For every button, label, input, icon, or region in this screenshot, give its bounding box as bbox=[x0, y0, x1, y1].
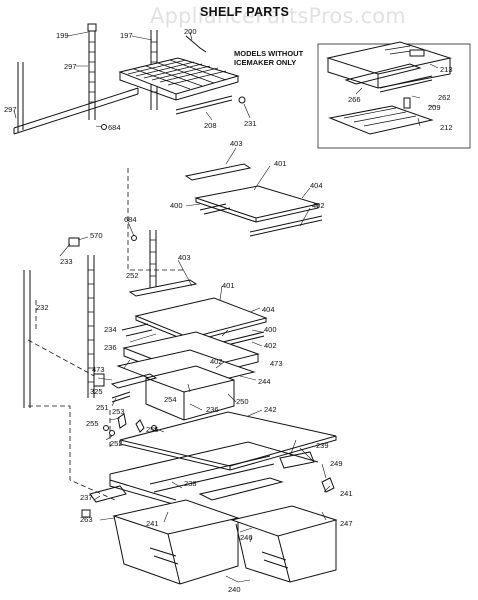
diagram-title: SHELF PARTS bbox=[200, 5, 290, 19]
label-401-upper: 401 bbox=[274, 159, 287, 168]
label-325: 325 bbox=[90, 387, 103, 396]
label-213: 213 bbox=[440, 65, 453, 74]
label-473-right: 473 bbox=[270, 359, 283, 368]
label-252-upper: 252 bbox=[126, 271, 139, 280]
label-473-left: 473 bbox=[92, 365, 105, 374]
label-263: 263 bbox=[80, 515, 93, 524]
label-241-left: 241 bbox=[146, 519, 159, 528]
label-570: 570 bbox=[90, 231, 103, 240]
label-255-right: 255 bbox=[146, 425, 159, 434]
label-252-lower: 252 bbox=[110, 439, 123, 448]
label-247: 247 bbox=[340, 519, 353, 528]
label-400-middle: 400 bbox=[264, 325, 277, 334]
inset-note-line-1: MODELS WITHOUT bbox=[234, 49, 304, 58]
upper-rails bbox=[13, 23, 158, 135]
label-297-lower: 297 bbox=[4, 105, 17, 114]
leader-lines bbox=[13, 31, 439, 583]
label-402-upper: 402 bbox=[312, 201, 325, 210]
wire-shelf-200 bbox=[118, 35, 240, 101]
label-231: 231 bbox=[244, 119, 257, 128]
label-199: 199 bbox=[56, 31, 69, 40]
pan-frame bbox=[81, 441, 335, 518]
label-402-right: 402 bbox=[264, 341, 277, 350]
label-404-middle: 404 bbox=[262, 305, 275, 314]
label-200: 200 bbox=[184, 27, 197, 36]
label-684-upper: 684 bbox=[108, 123, 121, 132]
crisper-pans bbox=[112, 499, 338, 585]
label-297-upper: 297 bbox=[64, 62, 77, 71]
watermark: AppliancePartsPros.com bbox=[150, 4, 406, 28]
label-684-middle: 684 bbox=[124, 215, 137, 224]
inset-note-line-2: ICEMAKER ONLY bbox=[234, 57, 297, 67]
label-236-lower: 236 bbox=[206, 405, 219, 414]
glass-shelf-upper bbox=[184, 163, 323, 237]
label-404-upper: 404 bbox=[310, 181, 323, 190]
label-255-left: 255 bbox=[86, 419, 99, 428]
alignment-lines bbox=[27, 168, 186, 501]
label-403-middle: 403 bbox=[178, 253, 191, 262]
label-402-center: 402 bbox=[210, 357, 223, 366]
callout-labels: 199 197 200 297 297 684 208 231 213 266 … bbox=[4, 27, 453, 594]
label-234: 234 bbox=[104, 325, 117, 334]
inset-icemaker-box bbox=[317, 41, 471, 149]
label-262: 262 bbox=[438, 93, 451, 102]
label-237: 237 bbox=[80, 493, 93, 502]
label-249: 249 bbox=[330, 459, 343, 468]
label-250: 250 bbox=[236, 397, 249, 406]
label-236: 236 bbox=[104, 343, 117, 352]
label-246: 246 bbox=[240, 533, 253, 542]
pan-cover-assembly bbox=[93, 331, 260, 421]
label-212: 212 bbox=[440, 123, 453, 132]
label-208: 208 bbox=[204, 121, 217, 130]
label-403-upper: 403 bbox=[230, 139, 243, 148]
label-251: 251 bbox=[96, 403, 109, 412]
inset-note: MODELS WITHOUT ICEMAKER ONLY bbox=[234, 49, 304, 67]
shelf-trim-208 bbox=[175, 95, 233, 115]
label-242: 242 bbox=[264, 405, 277, 414]
label-253: 253 bbox=[112, 407, 125, 416]
label-238: 238 bbox=[184, 479, 197, 488]
label-239: 239 bbox=[316, 441, 329, 450]
label-266: 266 bbox=[348, 95, 361, 104]
label-254: 254 bbox=[164, 395, 177, 404]
label-400-upper: 400 bbox=[170, 201, 183, 210]
label-232: 232 bbox=[36, 303, 49, 312]
label-209: 209 bbox=[428, 103, 441, 112]
label-241-right: 241 bbox=[340, 489, 353, 498]
label-240: 240 bbox=[228, 585, 241, 594]
label-401-middle: 401 bbox=[222, 281, 235, 290]
glass-shelf-lower-242 bbox=[119, 411, 337, 471]
label-233: 233 bbox=[60, 257, 73, 266]
label-197: 197 bbox=[120, 31, 133, 40]
label-244: 244 bbox=[258, 377, 271, 386]
